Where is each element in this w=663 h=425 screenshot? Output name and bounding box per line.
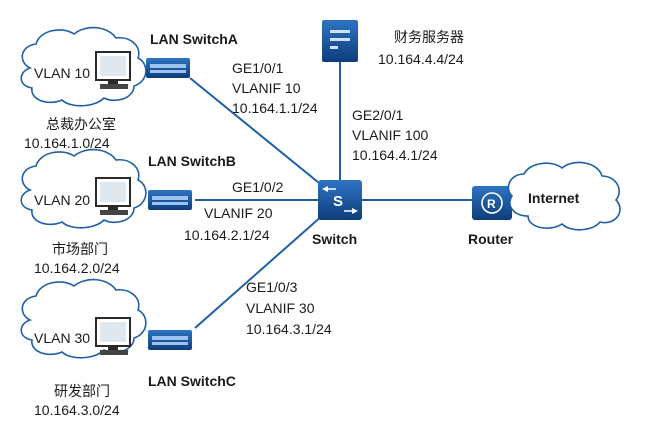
uplink-port-label: GE2/0/1 <box>352 107 404 123</box>
branch-c: VLAN 30 LAN SwitchC 研发部门 10.164.3.0/24 G… <box>20 278 332 418</box>
subnet-address: 10.164.2.0/24 <box>34 260 120 276</box>
lan-switch-name: LAN SwitchA <box>150 31 238 47</box>
vlan-label: VLAN 20 <box>34 192 90 208</box>
vlanif-label: VLANIF 20 <box>204 205 273 221</box>
internet: Internet <box>507 161 621 231</box>
server-icon <box>322 20 358 62</box>
vlan-label: VLAN 30 <box>34 330 90 346</box>
ip-address: 10.164.2.1/24 <box>184 227 270 243</box>
server-name: 财务服务器 <box>394 29 464 45</box>
links <box>189 62 478 329</box>
vlanif-label: VLANIF 30 <box>246 300 315 316</box>
port-label: GE1/0/3 <box>246 279 298 295</box>
computer-icon <box>95 317 131 355</box>
ip-address: 10.164.1.1/24 <box>232 100 318 116</box>
router-name: Router <box>468 231 514 247</box>
computer-icon <box>95 177 131 215</box>
branch-a: VLAN 10 LAN SwitchA 总裁办公室 10.164.1.0/24 … <box>20 26 318 151</box>
lan-switch-icon <box>148 330 192 350</box>
core-switch: GE2/0/1 VLANIF 100 10.164.4.1/24 S Switc… <box>312 107 438 247</box>
department-name: 市场部门 <box>52 241 108 257</box>
lan-switch-icon <box>148 190 192 210</box>
link-switch-to-switchc <box>194 199 341 329</box>
router-letter: R <box>487 197 496 211</box>
finance-server: 财务服务器 10.164.4.4/24 <box>322 20 464 67</box>
uplink-vlanif-label: VLANIF 100 <box>352 127 428 143</box>
router-icon: R <box>472 186 512 220</box>
port-label: GE1/0/1 <box>232 60 284 76</box>
link-switch-to-switcha <box>189 77 341 201</box>
core-switch-icon: S <box>318 180 362 220</box>
core-switch-letter: S <box>333 193 343 210</box>
computer-icon <box>95 51 131 89</box>
department-name: 研发部门 <box>54 383 110 399</box>
subnet-address: 10.164.1.0/24 <box>24 135 110 151</box>
port-label: GE1/0/2 <box>232 179 284 195</box>
lan-switch-icon <box>146 58 190 78</box>
cloud-icon <box>507 161 621 231</box>
department-name: 总裁办公室 <box>46 116 116 132</box>
lan-switch-name: LAN SwitchC <box>148 373 236 389</box>
internet-label: Internet <box>528 190 580 206</box>
uplink-ip-address: 10.164.4.1/24 <box>352 147 438 163</box>
vlan-label: VLAN 10 <box>34 65 90 81</box>
vlanif-label: VLANIF 10 <box>232 80 301 96</box>
subnet-address: 10.164.3.0/24 <box>34 402 120 418</box>
lan-switch-name: LAN SwitchB <box>148 153 236 169</box>
branch-b: VLAN 20 LAN SwitchB 市场部门 10.164.2.0/24 G… <box>20 148 284 276</box>
ip-address: 10.164.3.1/24 <box>246 321 332 337</box>
server-ip: 10.164.4.4/24 <box>378 51 464 67</box>
router: R Router <box>468 186 514 247</box>
core-switch-name: Switch <box>312 231 357 247</box>
